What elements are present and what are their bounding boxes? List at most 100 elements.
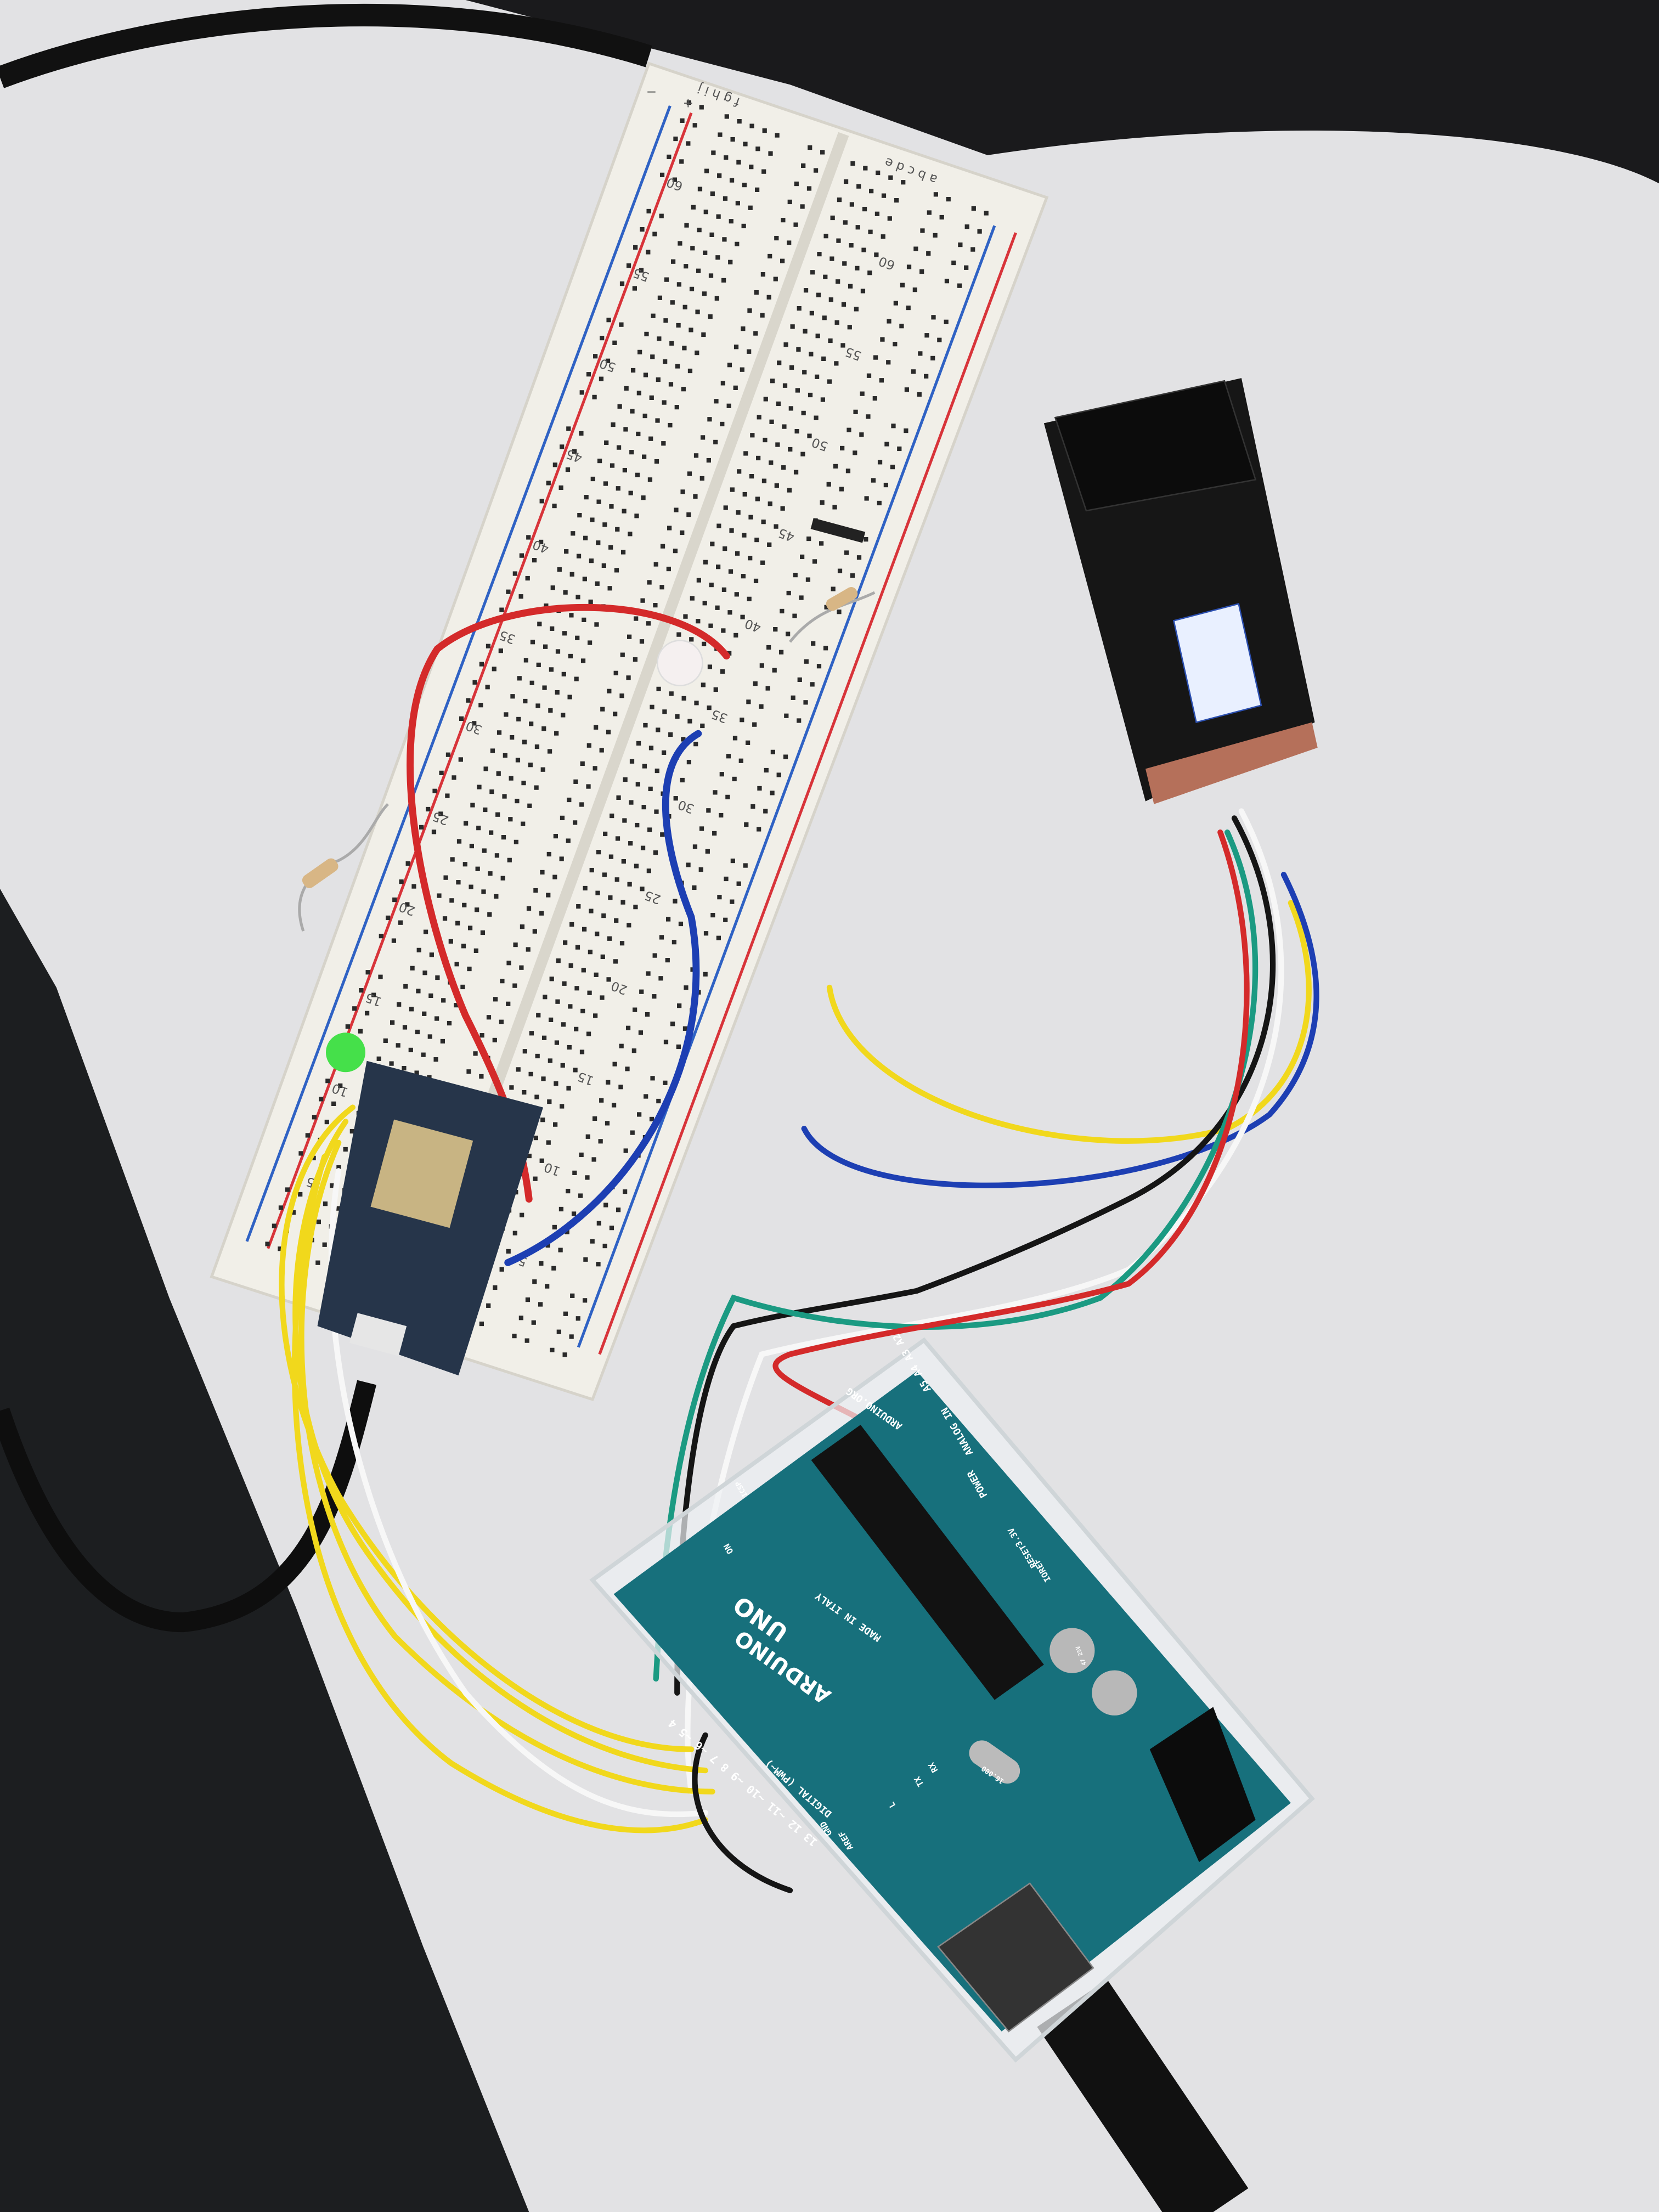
breadboard-hole — [506, 961, 511, 966]
breadboard-hole — [550, 1347, 555, 1352]
breadboard-hole — [386, 915, 391, 921]
breadboard-hole — [744, 822, 749, 827]
breadboard-hole — [776, 401, 781, 407]
breadboard-hole — [371, 992, 376, 997]
breadboard-hole — [352, 1006, 357, 1011]
breadboard-hole — [682, 346, 687, 351]
dark-top-right — [465, 0, 1659, 184]
breadboard-hole — [904, 428, 909, 433]
breadboard-hole — [748, 515, 753, 520]
breadboard-hole — [900, 283, 905, 287]
breadboard-hole — [643, 723, 648, 728]
breadboard-hole — [703, 972, 708, 977]
breadboard-hole — [721, 587, 727, 592]
breadboard-hole — [837, 610, 842, 614]
breadboard-hole — [697, 228, 702, 233]
breadboard-hole — [888, 175, 893, 180]
breadboard-hole — [703, 210, 708, 215]
breadboard-hole — [794, 428, 799, 434]
breadboard-hole — [410, 966, 415, 970]
breadboard-hole — [730, 487, 735, 492]
breadboard-hole — [656, 1098, 661, 1104]
breadboard-hole — [617, 404, 622, 409]
breadboard-hole — [894, 198, 899, 203]
breadboard-hole — [813, 168, 819, 173]
breadboard-hole — [423, 929, 428, 934]
breadboard-hole — [668, 422, 673, 428]
breadboard-hole — [722, 237, 727, 242]
breadboard-hole — [780, 608, 785, 614]
breadboard-hole — [808, 392, 813, 398]
breadboard-hole — [534, 1094, 539, 1099]
breadboard-hole — [584, 495, 589, 500]
breadboard-hole — [569, 922, 574, 927]
breadboard-hole — [654, 809, 659, 814]
breadboard-hole — [607, 586, 612, 591]
breadboard-hole — [740, 367, 744, 372]
breadboard-hole — [675, 364, 680, 369]
breadboard-hole — [790, 324, 795, 329]
breadboard-hole — [659, 172, 665, 177]
breadboard-hole — [686, 759, 691, 765]
breadboard-hole — [642, 764, 647, 769]
breadboard-hole — [844, 550, 849, 555]
breadboard-hole — [533, 1136, 538, 1141]
breadboard-hole — [336, 1165, 341, 1170]
breadboard-hole — [761, 478, 767, 483]
breadboard-hole — [670, 259, 676, 264]
breadboard-hole — [700, 435, 706, 440]
breadboard-hole — [686, 141, 691, 146]
breadboard-hole — [490, 748, 495, 753]
breadboard-hole — [769, 460, 774, 465]
breadboard-hole — [676, 632, 681, 637]
breadboard-hole — [540, 767, 545, 772]
breadboard-hole — [684, 985, 689, 990]
breadboard-hole — [668, 732, 673, 737]
breadboard-hole — [627, 634, 632, 639]
breadboard-hole — [827, 379, 832, 384]
breadboard-hole — [405, 861, 410, 866]
breadboard-hole — [602, 872, 607, 877]
breadboard-hole — [629, 450, 634, 455]
breadboard-hole — [390, 1020, 395, 1025]
breadboard-hole — [475, 907, 479, 912]
breadboard-hole — [554, 1040, 560, 1045]
breadboard-hole — [708, 314, 713, 319]
breadboard-hole — [586, 372, 591, 377]
breadboard-hole — [646, 250, 651, 255]
breadboard-hole — [496, 771, 501, 776]
breadboard-hole — [897, 446, 902, 452]
breadboard-hole — [605, 1121, 610, 1126]
breadboard-hole — [449, 898, 454, 903]
breadboard-hole — [674, 405, 679, 410]
breadboard-hole — [572, 1170, 577, 1175]
breadboard-hole — [435, 975, 440, 980]
breadboard-hole — [869, 189, 874, 194]
breadboard-hole — [774, 235, 779, 241]
breadboard-hole — [753, 681, 758, 686]
breadboard-hole — [828, 338, 833, 343]
breadboard-hole — [528, 1071, 533, 1076]
breadboard-hole — [957, 283, 962, 288]
breadboard-hole — [499, 607, 504, 612]
breadboard-hole — [749, 123, 754, 128]
breadboard-hole — [533, 888, 538, 893]
breadboard-hole — [696, 578, 701, 583]
breadboard-hole — [792, 613, 797, 618]
breadboard-hole — [644, 1094, 648, 1099]
breadboard-hole — [778, 650, 784, 654]
breadboard-hole — [918, 351, 923, 356]
breadboard-hole — [581, 968, 586, 973]
breadboard-hole — [821, 356, 826, 362]
breadboard-hole — [727, 363, 732, 368]
breadboard-hole — [550, 626, 555, 631]
breadboard-hole — [595, 932, 600, 936]
breadboard-hole — [823, 234, 828, 239]
breadboard-hole — [820, 397, 826, 402]
breadboard-hole — [610, 463, 615, 468]
breadboard-hole — [440, 1039, 445, 1044]
breadboard-hole — [416, 947, 421, 952]
breadboard-hole — [735, 551, 740, 556]
breadboard-hole — [625, 1066, 630, 1071]
breadboard-hole — [588, 950, 592, 955]
